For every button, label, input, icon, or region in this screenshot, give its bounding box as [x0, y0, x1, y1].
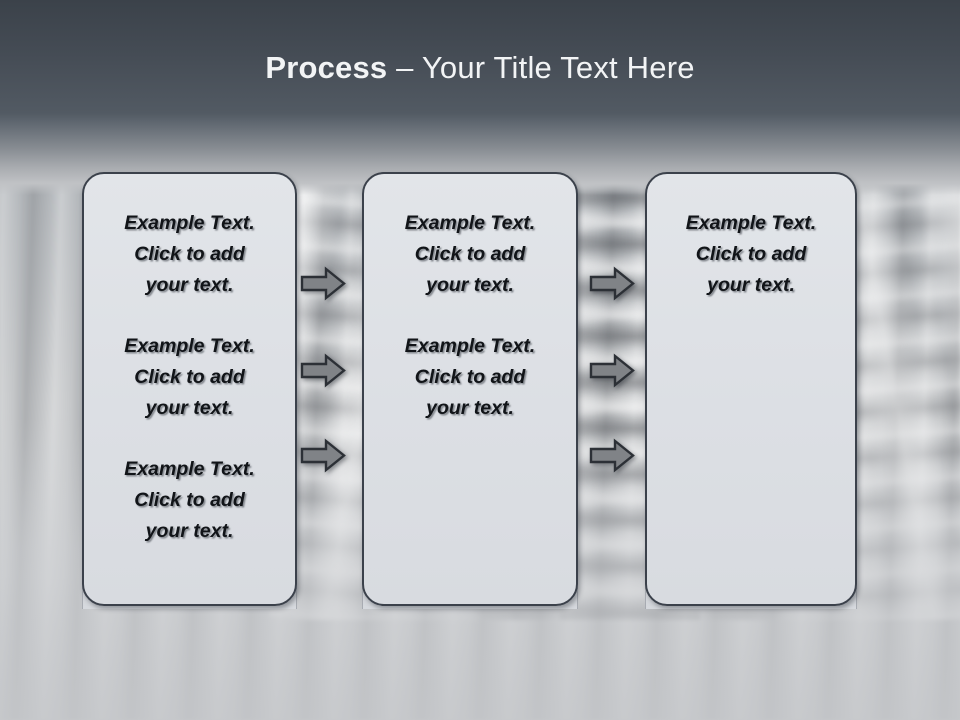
right-arrow-icon-2-1[interactable]: [589, 266, 635, 301]
page-title: Process – Your Title Text Here: [0, 50, 960, 86]
process-box-1-text: Example Text. Click to add your text. Ex…: [94, 208, 285, 547]
process-box-3-paragraph-1[interactable]: Example Text. Click to add your text.: [685, 212, 817, 296]
header-band: [0, 0, 960, 195]
process-box-1[interactable]: Example Text. Click to add your text. Ex…: [82, 172, 297, 606]
right-arrow-icon-1-3[interactable]: [300, 438, 346, 473]
page-title-rest: – Your Title Text Here: [387, 50, 695, 85]
page-title-bold: Process: [265, 50, 388, 85]
right-arrow-icon-1-2[interactable]: [300, 353, 346, 388]
process-box-2-text: Example Text. Click to add your text. Ex…: [374, 208, 566, 424]
process-box-1-paragraph-3[interactable]: Example Text. Click to add your text.: [124, 458, 255, 542]
right-arrow-icon-2-2[interactable]: [589, 353, 635, 388]
process-box-3[interactable]: Example Text. Click to add your text.: [645, 172, 857, 606]
right-arrow-icon-1-1[interactable]: [300, 266, 346, 301]
process-box-2-paragraph-2[interactable]: Example Text. Click to add your text.: [404, 335, 536, 419]
right-arrow-icon-2-3[interactable]: [589, 438, 635, 473]
process-box-3-text: Example Text. Click to add your text.: [657, 208, 845, 301]
process-box-2[interactable]: Example Text. Click to add your text. Ex…: [362, 172, 578, 606]
process-box-1-paragraph-2[interactable]: Example Text. Click to add your text.: [124, 335, 255, 419]
process-box-1-paragraph-1[interactable]: Example Text. Click to add your text.: [124, 212, 255, 296]
process-box-2-paragraph-1[interactable]: Example Text. Click to add your text.: [404, 212, 536, 296]
